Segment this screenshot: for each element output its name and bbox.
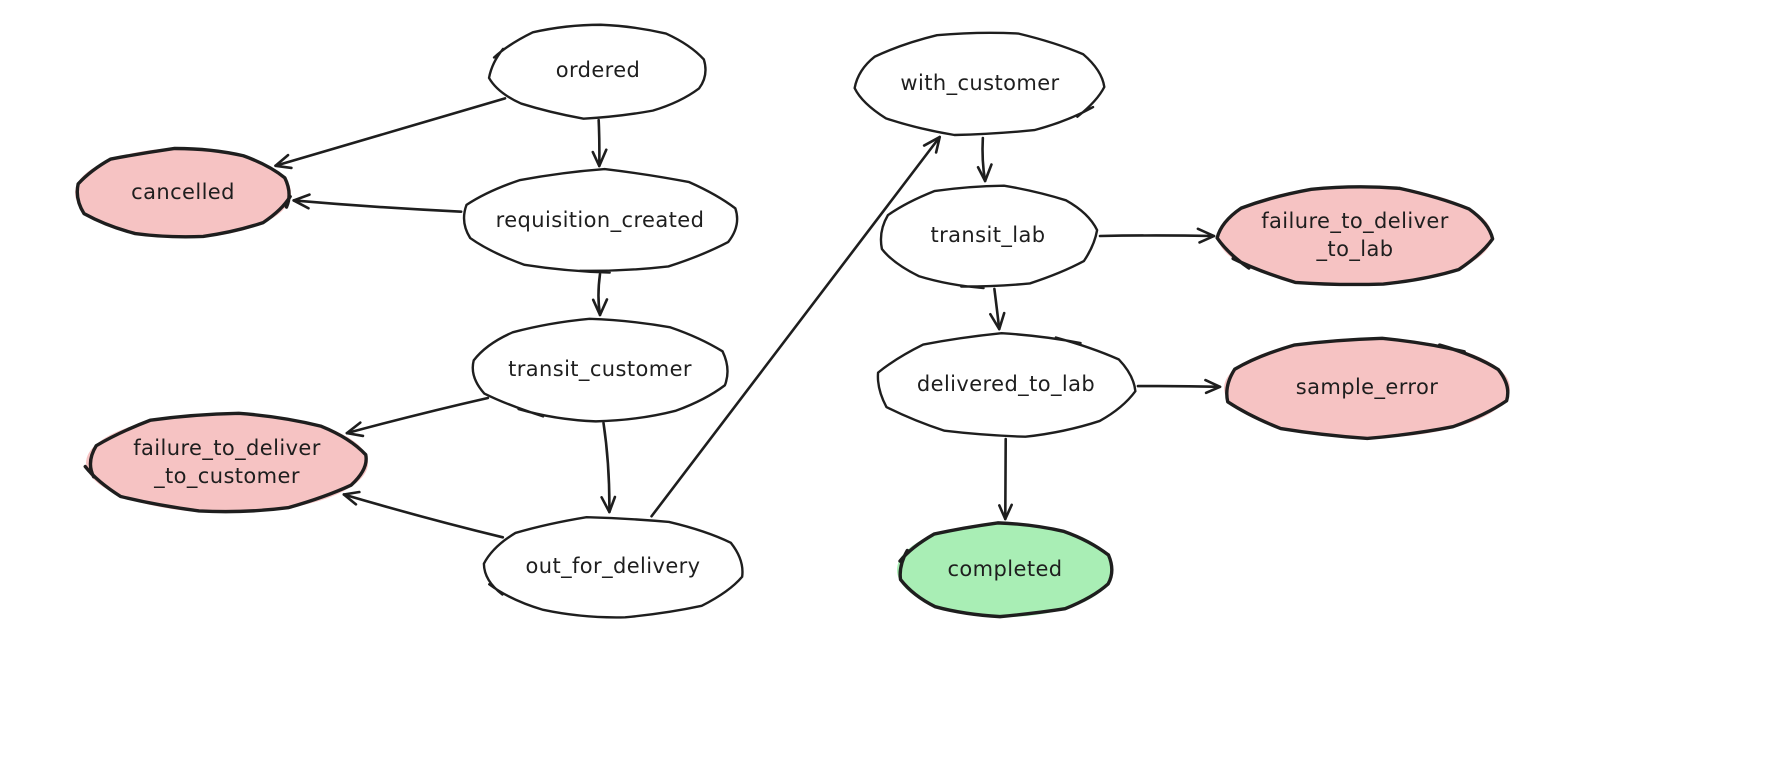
node-label-out_for_delivery: out_for_delivery	[526, 554, 701, 579]
arrowhead-icon	[1196, 227, 1216, 244]
edge-line	[602, 421, 611, 514]
node-completed[interactable]: completed	[897, 521, 1114, 619]
node-outline	[879, 184, 1099, 290]
edge-delivered_to_lab-to-completed	[997, 437, 1013, 521]
node-outline	[462, 167, 739, 274]
edge-transit_lab-to-failure_to_deliver_to_lab	[1098, 227, 1216, 244]
edge-line	[342, 493, 505, 539]
node-outline	[75, 146, 292, 239]
node-cancelled[interactable]: cancelled	[75, 146, 292, 239]
edge-line	[1136, 384, 1222, 389]
edge-with_customer-to-transit_lab	[976, 136, 993, 183]
node-label-failure_to_deliver_to_lab-line2: _to_lab	[1316, 237, 1394, 262]
arrowhead-icon	[989, 311, 1006, 331]
node-label-transit_lab: transit_lab	[931, 223, 1046, 248]
node-with_customer[interactable]: with_customer	[853, 31, 1106, 137]
edge-transit_customer-to-out_for_delivery	[600, 421, 617, 514]
arrowhead-icon	[292, 193, 311, 210]
node-outline	[83, 411, 368, 514]
edges-layer	[274, 97, 1222, 539]
arrowhead-icon	[976, 163, 993, 183]
edge-line	[274, 97, 507, 168]
node-ordered[interactable]: ordered	[487, 23, 708, 120]
arrowhead-icon	[591, 298, 609, 317]
arrowhead-icon	[342, 490, 361, 506]
edge-line	[597, 272, 602, 317]
node-failure_to_deliver_to_customer[interactable]: failure_to_deliver _to_customer	[83, 411, 368, 514]
node-outline	[1225, 336, 1510, 441]
node-outline	[1215, 185, 1495, 287]
node-label-cancelled: cancelled	[131, 180, 235, 204]
node-outline	[482, 515, 744, 619]
node-outline	[471, 317, 729, 423]
edge-line	[1098, 234, 1216, 238]
node-out_for_delivery[interactable]: out_for_delivery	[482, 515, 744, 619]
edge-line	[597, 118, 601, 168]
node-outline	[487, 23, 707, 120]
edge-ordered-to-cancelled	[274, 97, 507, 170]
edge-requisition_created-to-transit_customer	[591, 272, 609, 317]
node-label-ordered: ordered	[556, 58, 641, 82]
edge-out_for_delivery-to-failure_to_deliver_to_customer	[342, 490, 505, 539]
node-transit_customer[interactable]: transit_customer	[470, 317, 730, 423]
edge-ordered-to-requisition_created	[591, 118, 608, 168]
node-delivered_to_lab[interactable]: delivered_to_lab	[876, 332, 1137, 438]
node-sample_error[interactable]: sample_error	[1224, 336, 1510, 441]
nodes-layer: ordered cancelled requisition_createdtrans…	[75, 23, 1510, 619]
node-label-requisition_created: requisition_created	[496, 208, 705, 233]
edge-line	[345, 396, 490, 435]
edge-transit_lab-to-delivered_to_lab	[989, 287, 1006, 331]
node-label-failure_to_deliver_to_customer-line2: _to_customer	[153, 464, 300, 489]
node-outline	[898, 521, 1114, 619]
node-label-failure_to_deliver_to_lab-line1: failure_to_deliver	[1261, 209, 1449, 234]
edge-line	[650, 135, 942, 518]
node-outline	[853, 31, 1106, 137]
arrowhead-icon	[1204, 378, 1222, 395]
edge-requisition_created-to-cancelled	[292, 193, 463, 213]
arrowhead-icon	[997, 503, 1013, 521]
arrowhead-icon	[922, 135, 942, 154]
arrowhead-icon	[274, 153, 293, 170]
edge-transit_customer-to-failure_to_deliver_to_customer	[345, 396, 490, 438]
arrowhead-icon	[600, 495, 617, 514]
node-requisition_created[interactable]: requisition_created	[461, 167, 739, 274]
node-failure_to_deliver_to_lab[interactable]: failure_to_deliver _to_lab	[1215, 185, 1495, 287]
node-label-transit_customer: transit_customer	[508, 357, 692, 382]
node-outline	[876, 332, 1137, 438]
edge-out_for_delivery-to-with_customer	[650, 135, 942, 518]
node-label-with_customer: with_customer	[900, 71, 1059, 96]
node-transit_lab[interactable]: transit_lab	[878, 184, 1099, 290]
node-label-delivered_to_lab: delivered_to_lab	[917, 372, 1095, 397]
edge-line	[292, 199, 463, 213]
arrowhead-icon	[345, 421, 365, 438]
arrowhead-icon	[591, 148, 608, 168]
edge-delivered_to_lab-to-sample_error	[1136, 378, 1222, 395]
node-label-completed: completed	[947, 557, 1062, 581]
node-label-sample_error: sample_error	[1296, 375, 1439, 400]
node-label-failure_to_deliver_to_customer-line1: failure_to_deliver	[133, 436, 321, 461]
